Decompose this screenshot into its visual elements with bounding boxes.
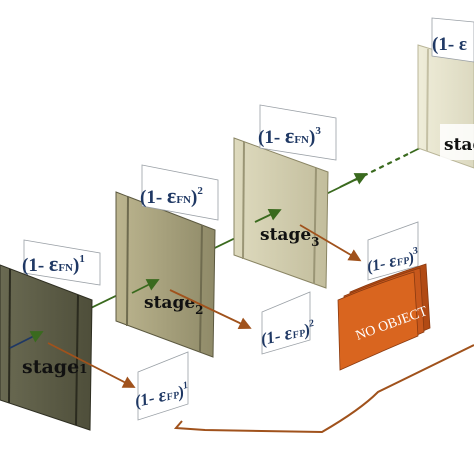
fn-formula-2: (1- εFN)2 <box>140 164 219 221</box>
stage-n-edge <box>426 48 429 152</box>
stage-n-label-box <box>440 124 474 160</box>
stage-n-label: stage <box>444 135 474 155</box>
stage-n: stage <box>417 44 474 169</box>
fp-formula-1: (1- εFP)1 <box>133 351 191 421</box>
fn-formula-1: (1- εFN)1 <box>22 239 101 286</box>
stage-3-label: stage3 <box>260 225 320 249</box>
fp-arrow-1 <box>47 342 136 388</box>
stage-1-label: stage1 <box>22 356 88 378</box>
svg-text:(1- ε: (1- ε <box>432 34 467 55</box>
fn-formula-n: (1- ε <box>431 17 474 63</box>
loop-back-line <box>173 344 474 434</box>
fp-formula-3: (1- εFP)3 <box>365 221 421 281</box>
stage-2: stage2 <box>115 191 216 358</box>
stage-2-edge <box>126 196 129 327</box>
tp-arrow-3b <box>339 173 368 188</box>
svg-text:(1- εFP)1: (1- εFP)1 <box>133 380 191 412</box>
tp-arrow-2 <box>131 279 160 294</box>
stage-2-label: stage2 <box>144 293 204 317</box>
no-object-box: NO OBJECT <box>337 263 431 371</box>
stage-1-edge <box>8 268 11 404</box>
stage-2-panel <box>115 191 216 358</box>
tp-arrow-1 <box>9 331 44 349</box>
stage-3-edge <box>313 167 317 285</box>
svg-text:(1- εFP)3: (1- εFP)3 <box>365 245 421 276</box>
svg-text:(1- εFN)2: (1- εFN)2 <box>140 183 203 208</box>
true-path-dashed <box>354 152 411 181</box>
fp-arrow-2 <box>169 289 252 329</box>
svg-text:(1- εFN)3: (1- εFN)3 <box>258 123 321 148</box>
stage-3-edge <box>242 141 245 260</box>
fp-formula-2: (1- εFP)2 <box>259 291 315 355</box>
stage-1-panel <box>0 264 93 431</box>
stage-1-edge <box>75 294 79 426</box>
stage-2-edge <box>199 224 203 353</box>
fn-formula-3: (1- εFN)3 <box>258 104 337 161</box>
stage-1: stage1 <box>0 264 93 431</box>
stage-3: stage3 <box>233 137 329 289</box>
fp-arrow-3 <box>299 224 362 262</box>
tp-arrow-3 <box>254 209 282 223</box>
svg-text:(1- εFN)1: (1- εFN)1 <box>22 251 85 276</box>
